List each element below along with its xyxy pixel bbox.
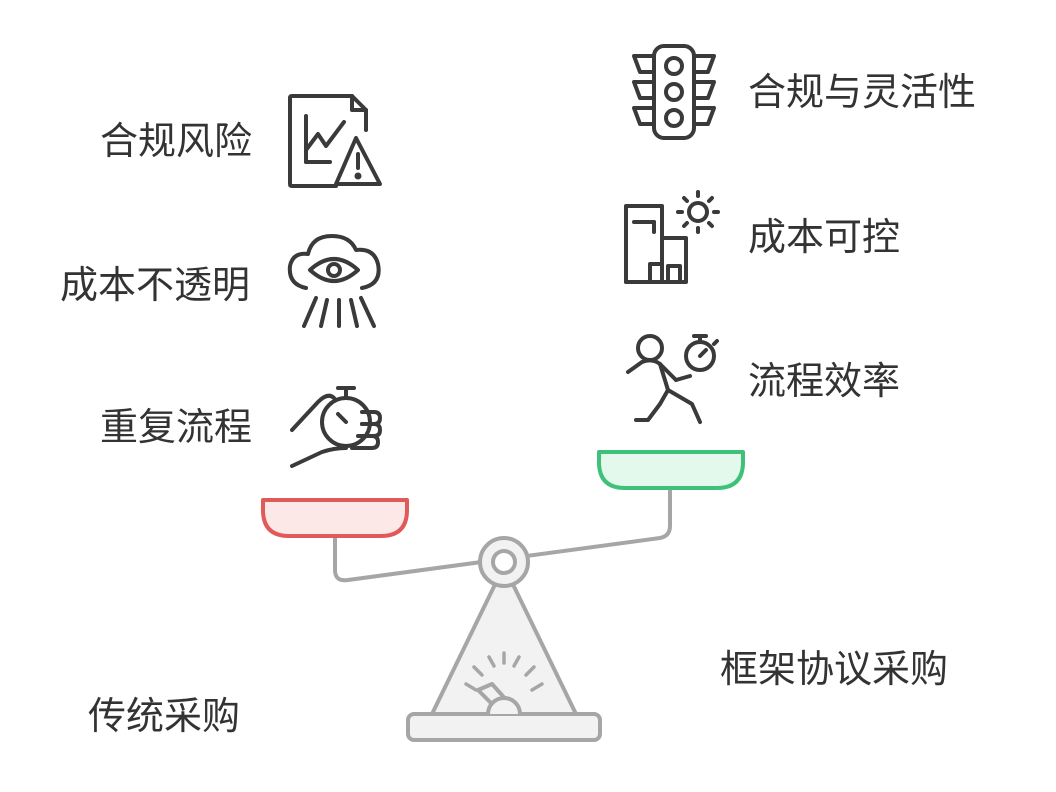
traffic-light-icon — [632, 44, 716, 140]
right-item-label-1: 合规与灵活性 — [748, 70, 977, 114]
left-item-label-3: 重复流程 — [100, 405, 253, 449]
balance-scale — [333, 484, 672, 742]
runner-stopwatch-icon — [626, 334, 719, 424]
left-side-title: 传统采购 — [88, 694, 241, 738]
cloud-eye-icon — [287, 234, 381, 328]
right-side-title: 框架协议采购 — [720, 647, 949, 691]
chart-warning-document-icon — [288, 94, 382, 188]
scale-pivot-inner — [491, 549, 517, 575]
left-pan — [261, 498, 409, 538]
building-sun-icon — [624, 190, 720, 284]
right-pan — [597, 450, 745, 490]
right-item-label-2: 成本可控 — [748, 215, 901, 259]
left-item-label-2: 成本不透明 — [60, 263, 251, 307]
scale-base — [406, 712, 602, 742]
gauge-ticks — [464, 651, 544, 692]
gauge-hub — [486, 696, 522, 716]
left-item-label-1: 合规风险 — [100, 119, 253, 163]
right-item-label-3: 流程效率 — [748, 359, 901, 403]
hand-stopwatch-icon — [290, 386, 382, 468]
scale-stand — [430, 564, 578, 716]
